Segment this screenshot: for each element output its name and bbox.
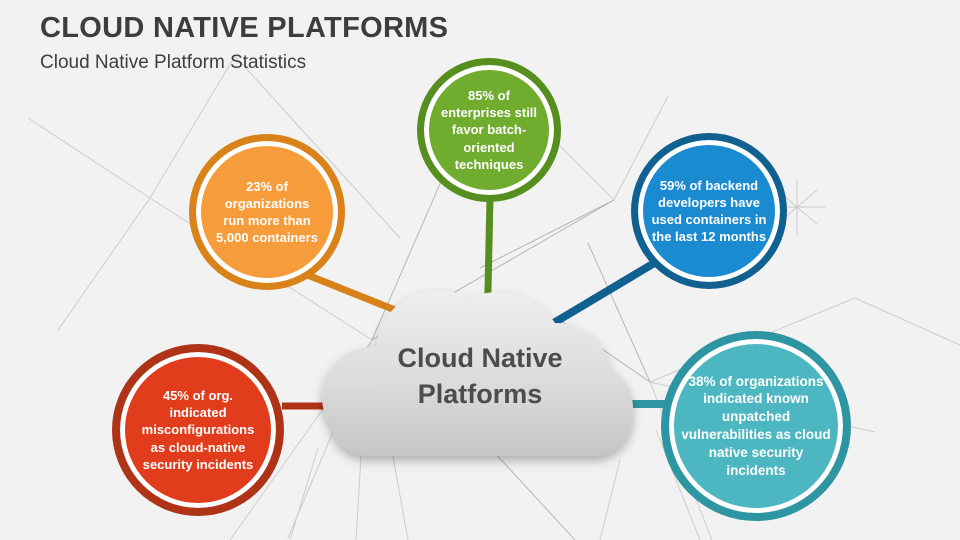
cloud-label-line1: Cloud Native [397, 343, 563, 373]
stat-bubble-batch-oriented: 85% of enterprises still favor batch-ori… [417, 58, 561, 202]
stat-text: 59% of backend developers have used cont… [651, 177, 767, 245]
connector-orange [298, 268, 402, 316]
cloud-label-line2: Platforms [417, 378, 543, 409]
stat-text: 45% of org. indicated misconfigurations … [141, 388, 255, 472]
page-title: CLOUD NATIVE PLATFORMS [40, 12, 449, 44]
stat-bubble-misconfigurations: 45% of org. indicated misconfigurations … [112, 344, 284, 516]
header: CLOUD NATIVE PLATFORMS Cloud Native Plat… [40, 12, 448, 74]
stat-bubble-backend-developers: 59% of backend developers have used cont… [631, 133, 787, 289]
page-subtitle: Cloud Native Platform Statistics [40, 52, 307, 73]
cloud-label: Cloud Native Platforms [345, 341, 615, 412]
stat-text: 38% of organizations indicated known unp… [681, 373, 831, 478]
stat-bubble-unpatched-vulnerabilities: 38% of organizations indicated known unp… [661, 331, 851, 521]
stat-text: 23% of organizations run more than 5,000… [216, 178, 318, 246]
connector-blue [549, 258, 659, 328]
stat-text: 85% of enterprises still favor batch-ori… [440, 88, 538, 172]
cloud-shape [322, 290, 633, 456]
stat-bubble-containers-run: 23% of organizations run more than 5,000… [189, 134, 345, 290]
